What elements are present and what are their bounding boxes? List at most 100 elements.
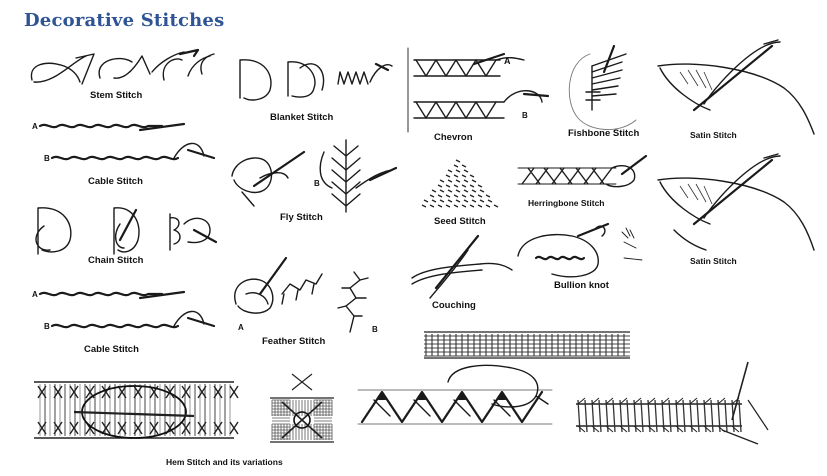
herringbone-stitch-figure: Herringbone Stitch [516, 152, 656, 214]
stitch-stroke [281, 401, 323, 439]
cable-top-figure-letter-a: A [32, 122, 38, 131]
stitch-stroke [591, 397, 600, 405]
stitch-stroke [197, 385, 207, 399]
chevron-figure-letter-b: B [522, 111, 528, 120]
stitch-stroke [181, 421, 191, 435]
stitch-stroke [605, 397, 614, 405]
stitch-stroke [471, 199, 477, 203]
stitch-stroke [731, 361, 749, 421]
fly-stitch-drawing: B [231, 139, 398, 213]
stitch-stroke [469, 184, 475, 188]
stitch-stroke [463, 169, 469, 173]
stitch-stroke [469, 194, 475, 198]
stitch-stroke [69, 385, 79, 399]
stitch-stroke [431, 189, 437, 193]
stitch-stroke [437, 204, 443, 208]
chain-stitch-drawing [35, 207, 218, 255]
stitch-stroke [461, 164, 467, 168]
hem-stitch-figure-4 [572, 360, 772, 456]
cable-stitch-top-figure: A B Cable Stitch [24, 116, 224, 188]
stitch-ring [293, 411, 311, 429]
stitch-stroke [117, 385, 127, 399]
hem-stitch-drawing-2 [270, 373, 334, 443]
woven-strip-drawing [424, 331, 630, 359]
stitch-stroke [485, 204, 491, 208]
stitch-stroke [461, 194, 467, 198]
satin-stitch-right-drawing [657, 153, 815, 251]
caption-chain-stitch: Chain Stitch [88, 255, 144, 266]
fishbone-stitch-drawing [568, 44, 637, 130]
feather-figure-letter-b: B [372, 325, 378, 334]
fly-stitch-figure: B Fly Stitch [224, 132, 404, 228]
chevron-stitch-drawing: A B [407, 47, 550, 133]
stitch-stroke [682, 399, 686, 433]
herringbone-stitch-drawing [517, 154, 648, 188]
stitch-stroke [53, 421, 63, 435]
blanket-stitch-drawing [239, 59, 393, 101]
stitch-stroke [591, 425, 600, 433]
stitch-stroke [605, 399, 609, 433]
stitch-stroke [453, 164, 459, 168]
woven-strip-figure [424, 330, 634, 360]
cable-stitch-top-drawing: A B [32, 122, 216, 163]
stitch-stroke [668, 399, 672, 433]
page-title: Decorative Stitches [24, 10, 225, 31]
stitch-stroke [447, 179, 453, 183]
stitch-stroke [675, 399, 679, 433]
stitch-stroke [447, 189, 453, 193]
caption-feather-stitch: Feather Stitch [262, 336, 326, 347]
bullion-knot-drawing [517, 222, 643, 278]
hem-stitch-figure-2 [268, 372, 336, 456]
caption-chevron: Chevron [434, 132, 473, 143]
stitch-stroke [423, 199, 429, 203]
stitch-stroke [724, 399, 728, 433]
stitch-stroke [197, 421, 207, 435]
stitch-stroke [721, 429, 759, 445]
stitch-stroke [689, 425, 698, 433]
stitch-stroke [703, 399, 707, 433]
stitch-stroke [149, 421, 159, 435]
stitch-stroke [493, 204, 499, 208]
caption-satin-stitch-top: Satin Stitch [690, 130, 737, 140]
stitch-stroke [455, 199, 461, 203]
stitch-stroke [455, 189, 461, 193]
stitch-stroke [461, 174, 467, 178]
stitch-stroke [612, 399, 616, 433]
stitch-stroke [469, 174, 475, 178]
stitch-stroke [429, 194, 435, 198]
stitch-stroke [53, 385, 63, 399]
couching-figure: Couching [406, 228, 516, 314]
bullion-knot-figure: Bullion knot [512, 218, 652, 298]
stitch-stroke [584, 399, 588, 433]
stitch-stroke [447, 199, 453, 203]
stitch-stroke [213, 385, 223, 399]
stitch-stroke [633, 397, 642, 405]
stitch-stroke [445, 174, 451, 178]
stitch-stroke [453, 184, 459, 188]
stitch-stroke [431, 199, 437, 203]
stitch-stroke [591, 399, 595, 433]
stitch-stroke [469, 204, 475, 208]
stitch-stroke [479, 199, 485, 203]
stitch-stroke [619, 425, 628, 433]
stitch-stroke [453, 204, 459, 208]
caption-hem-stitch: Hem Stitch and its variations [166, 457, 283, 467]
caption-fly-stitch: Fly Stitch [280, 212, 323, 223]
caption-seed-stitch: Seed Stitch [434, 216, 486, 227]
stitch-stroke [463, 189, 469, 193]
hem-stitch-drawing-1 [34, 381, 239, 439]
stitch-stroke [445, 194, 451, 198]
chain-stitch-figure: Chain Stitch [24, 200, 224, 270]
stitch-stroke [626, 399, 630, 433]
stitch-stroke [577, 397, 586, 405]
stitch-stroke [181, 385, 191, 399]
satin-stitch-top-figure: Satin Stitch [654, 38, 824, 144]
stitch-stroke [461, 204, 467, 208]
stitch-stroke [738, 399, 742, 433]
stitch-stroke [229, 385, 239, 399]
stitch-stroke [710, 399, 714, 433]
stitch-stroke [598, 399, 602, 433]
stitch-stroke [477, 204, 483, 208]
stitch-stroke [471, 179, 477, 183]
stitch-stroke [577, 425, 586, 433]
